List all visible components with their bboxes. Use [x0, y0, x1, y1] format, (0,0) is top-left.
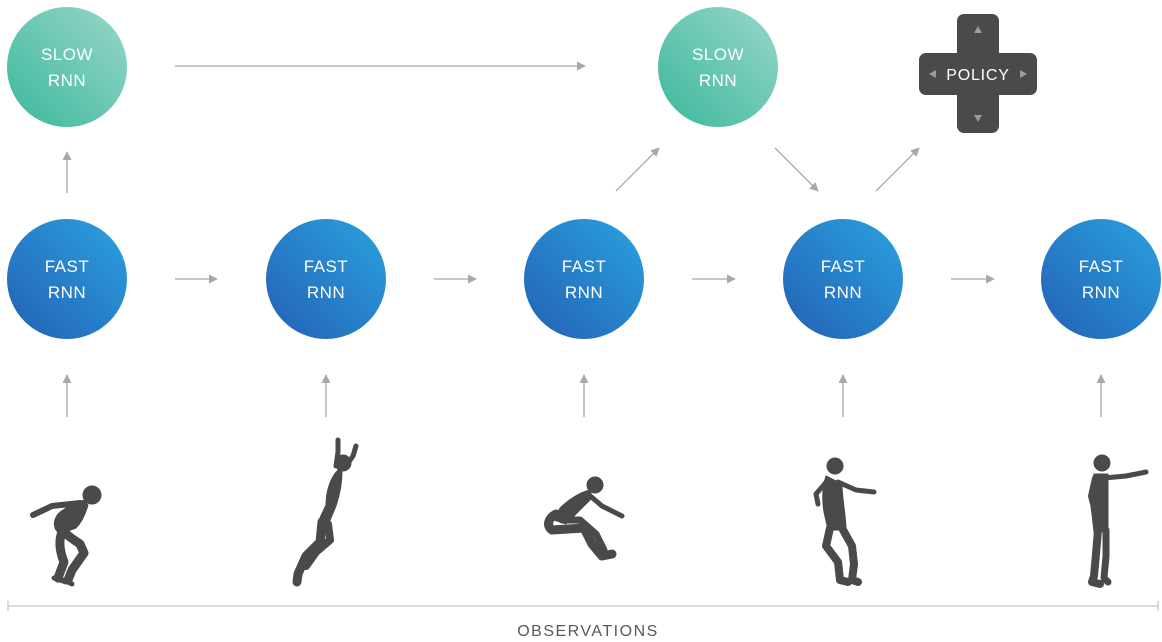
fast-rnn-node-5-line2: RNN [1082, 283, 1120, 302]
fast-rnn-node-4-line2: RNN [824, 283, 862, 302]
fast-rnn-node-4: FAST RNN [783, 219, 903, 339]
fast-rnn-node-3: FAST RNN [524, 219, 644, 339]
fast-rnn-node-2: FAST RNN [266, 219, 386, 339]
fast-rnn-node-2-line1: FAST [304, 257, 349, 276]
arrow-fast4-to-policy [875, 147, 920, 192]
observation-figure-crouch [30, 485, 102, 587]
fast-rnn-node-3-line2: RNN [565, 283, 603, 302]
slow-rnn-node-2-line2: RNN [699, 71, 737, 90]
slow-rnn-node-1-line1: SLOW [41, 45, 93, 64]
policy-label: POLICY [946, 67, 1010, 84]
dpad-right-icon [1020, 70, 1027, 78]
fast-rnn-node-5-line1: FAST [1079, 257, 1124, 276]
fast-rnn-node-5: FAST RNN [1041, 219, 1161, 339]
slow-rnn-node-1: SLOW RNN [7, 7, 127, 127]
dpad-up-icon [974, 26, 982, 33]
policy-dpad: POLICY [919, 14, 1037, 133]
dpad-horizontal [919, 53, 1037, 95]
observation-figure-jump [292, 437, 359, 587]
slow-rnn-node-2-line1: SLOW [692, 45, 744, 64]
observation-figure-tuck [544, 476, 625, 561]
observation-figure-standing [1088, 454, 1149, 588]
arrow-slow2-to-fast4 [774, 147, 819, 192]
arrow-fast3-to-slow2 [615, 147, 660, 192]
arrows [62, 61, 1106, 417]
fast-rnn-node-1: FAST RNN [7, 219, 127, 339]
observation-figure-landing [813, 457, 877, 586]
slow-rnn-node-2: SLOW RNN [658, 7, 778, 127]
fast-rnn-node-1-line1: FAST [45, 257, 90, 276]
dpad-left-icon [929, 70, 936, 78]
fast-rnn-node-4-line1: FAST [821, 257, 866, 276]
observations-label: OBSERVATIONS [517, 623, 659, 640]
fast-rnn-node-1-line2: RNN [48, 283, 86, 302]
observations-axis [7, 601, 1159, 611]
fast-rnn-node-2-line2: RNN [307, 283, 345, 302]
dpad-down-icon [974, 115, 982, 122]
slow-rnn-node-1-line2: RNN [48, 71, 86, 90]
fast-rnn-node-3-line1: FAST [562, 257, 607, 276]
